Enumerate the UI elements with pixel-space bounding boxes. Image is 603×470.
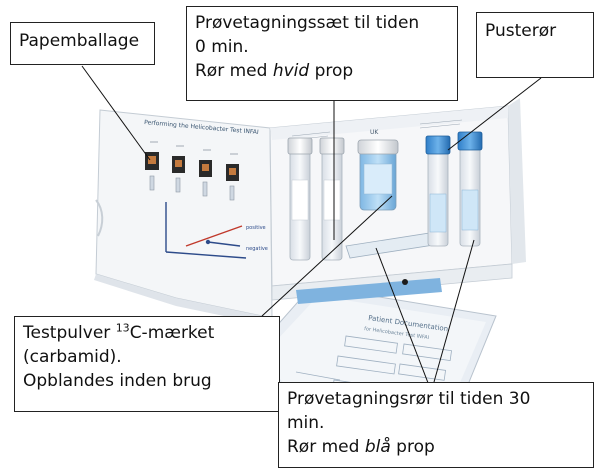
callout-sample-30-line3-a: Rør med	[287, 437, 365, 457]
callout-blow-tube: Pusterør	[476, 12, 594, 78]
callout-sample-0-line3-b: prop	[309, 61, 354, 81]
callout-test-powder: Testpulver 13C-mærket (carbamid). Opblan…	[14, 316, 280, 412]
callout-packaging: Papemballage	[10, 22, 155, 65]
callout-test-powder-line2: (carbamid).	[23, 347, 122, 367]
callout-test-powder-line1-a: Testpulver	[23, 323, 116, 343]
kit-box-lid: Performing the Helicobacter Test INFAI	[94, 109, 273, 326]
callout-test-powder-line1: Testpulver 13C-mærket	[23, 321, 271, 345]
callout-packaging-text: Papemballage	[19, 31, 140, 51]
callout-blow-tube-text: Pusterør	[485, 21, 557, 41]
callout-sample-30-line1: Prøvetagningsrør til tiden 30	[287, 389, 531, 409]
callout-sample-30-line2: min.	[287, 413, 325, 433]
callout-sample-0-line3-a: Rør med	[195, 61, 273, 81]
blue-cap-tube-right	[457, 131, 483, 247]
callout-sample-0-cap-color: hvid	[272, 61, 310, 81]
instruction-steps	[145, 141, 239, 201]
callout-sample-30-line3: Rør med blå prop	[287, 435, 585, 459]
callout-test-powder-line1-b: C-mærket	[129, 323, 215, 343]
blue-cap-tube-left	[425, 135, 451, 247]
callout-sample-0-line1: Prøvetagningssæt til tiden	[195, 13, 420, 33]
callout-sample-0-line3: Rør med hvid prop	[195, 59, 449, 83]
legend-negative: negative	[246, 246, 268, 252]
callout-sample-30-cap-color: blå	[364, 437, 391, 457]
callout-test-powder-isotope: 13	[115, 321, 130, 335]
callout-sample-30: Prøvetagningsrør til tiden 30 min. Rør m…	[278, 382, 594, 468]
callout-sample-0-line2: 0 min.	[195, 37, 249, 57]
white-cap-tube-right	[319, 137, 345, 261]
leader-lines	[81, 65, 542, 389]
white-cap-tube-left	[287, 137, 313, 261]
legend-positive: positive	[246, 225, 266, 231]
result-diagram: positive negative	[165, 202, 268, 259]
test-powder-container	[357, 139, 399, 211]
callout-sample-0: Prøvetagningssæt til tiden 0 min. Rør me…	[186, 6, 458, 101]
callout-test-powder-line3: Opblandes inden brug	[23, 371, 212, 391]
callout-sample-30-line3-b: prop	[390, 437, 435, 457]
region-label: UK	[370, 129, 379, 136]
